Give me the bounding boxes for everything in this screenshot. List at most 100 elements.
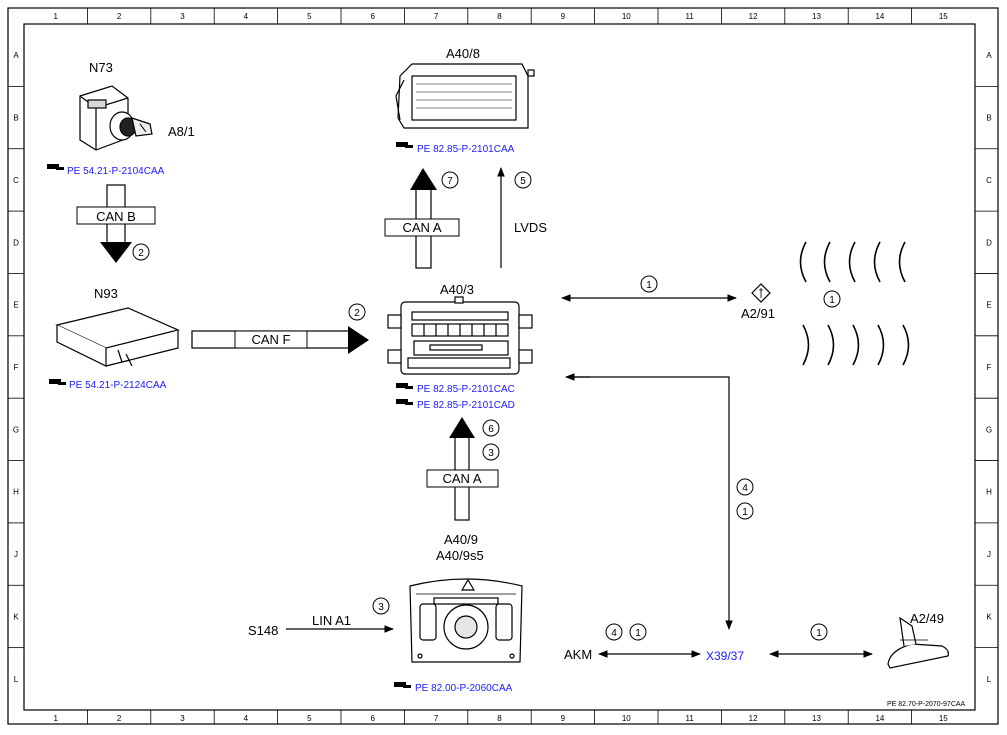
a40-9-reference[interactable]: PE 82.00-P-2060CAA (394, 682, 513, 694)
row-letter-left: J (14, 550, 18, 559)
column-number-bottom: 11 (686, 714, 695, 723)
a2-91-link-marker: 1 (646, 280, 652, 291)
can-a-bottom-connection: CAN A 6 3 (426, 417, 500, 521)
can-a-top-connection: CAN A 7 (384, 168, 460, 269)
can-a-bottom-marker-1: 6 (488, 424, 494, 435)
row-letter-right: D (986, 238, 992, 247)
column-number-top: 9 (561, 12, 566, 21)
column-number-bottom: 7 (434, 714, 439, 723)
can-b-label: CAN B (96, 209, 136, 224)
antenna-diamond-icon (751, 283, 771, 303)
radio-waves-icon (799, 241, 910, 366)
column-number-top: 10 (622, 12, 631, 21)
drawing-frame (7, 7, 999, 725)
row-letter-right: L (987, 675, 992, 684)
head-unit-icon (387, 296, 533, 375)
column-number-top: 3 (180, 12, 185, 21)
column-number-top: 7 (434, 12, 439, 21)
lin-marker: 3 (378, 602, 384, 613)
column-number-bottom: 9 (561, 714, 566, 723)
a40-3-label: A40/3 (440, 282, 474, 297)
x39-marker-1: 4 (742, 483, 748, 494)
column-number-bottom: 10 (622, 714, 631, 723)
lin-a1-connection: S148 LIN A1 3 (248, 597, 394, 638)
row-letter-right: K (986, 612, 992, 621)
n73-reference[interactable]: PE 54.21-P-2104CAA (47, 164, 165, 177)
a40-8-label: A40/8 (446, 46, 480, 61)
row-letter-left: G (13, 425, 19, 434)
lvds-marker: 5 (520, 176, 526, 187)
n93-label: N93 (94, 286, 118, 301)
s148-label: S148 (248, 623, 278, 638)
can-a-bottom-label: CAN A (442, 471, 481, 486)
a40-8-ref-text: PE 82.85-P-2101CAA (417, 144, 515, 155)
column-number-top: 4 (244, 12, 249, 21)
column-number-bottom: 3 (180, 714, 185, 723)
column-number-bottom: 4 (244, 714, 249, 723)
can-f-marker: 2 (354, 308, 360, 319)
akm-marker-2: 1 (635, 628, 641, 639)
column-number-bottom: 1 (53, 714, 58, 723)
control-module-icon (55, 307, 180, 367)
a40-8-reference[interactable]: PE 82.85-P-2101CAA (396, 142, 515, 155)
reference-hand-icon (396, 383, 413, 389)
row-letter-left: K (13, 612, 19, 621)
column-number-top: 12 (749, 12, 758, 21)
ignition-lock-icon (79, 85, 153, 151)
a2-49-antenna: A2/49 (887, 611, 949, 669)
row-letter-left: E (13, 301, 18, 310)
n93-ref-text: PE 54.21-P-2124CAA (69, 380, 167, 391)
n73-label: N73 (89, 60, 113, 75)
document-reference: PE 82.70-P-2070-97CAA (887, 701, 966, 708)
reference-hand-icon (396, 399, 413, 405)
can-b-marker: 2 (138, 248, 144, 259)
a40-3-reference-2[interactable]: PE 82.85-P-2101CAD (396, 399, 515, 411)
can-f-connection: CAN F 2 (191, 303, 369, 354)
can-b-connection: CAN B 2 (76, 184, 156, 263)
column-number-top: 2 (117, 12, 122, 21)
x39-37-connection: 4 1 (565, 373, 754, 630)
row-letter-right: H (986, 488, 992, 497)
a8-1-label: A8/1 (168, 124, 195, 139)
a40-3-ref2-text: PE 82.85-P-2101CAD (417, 400, 515, 411)
row-letter-right: B (986, 114, 991, 123)
reference-hand-icon (49, 379, 66, 385)
column-number-top: 5 (307, 12, 312, 21)
a2-91-connection: 1 (561, 275, 737, 302)
column-number-top: 11 (686, 12, 695, 21)
row-letter-left: C (13, 176, 19, 185)
row-letter-left: L (14, 675, 19, 684)
row-letter-right: A (986, 51, 992, 60)
a2-49-connection: 1 (769, 623, 873, 658)
a2-49-marker: 1 (816, 628, 822, 639)
column-number-top: 1 (53, 12, 58, 21)
a40-3-head-unit: A40/3 PE 82.85-P-2101CAC (387, 282, 533, 411)
n93-module: N93 PE 54.21-P-2124CAA (49, 286, 180, 391)
row-letter-right: E (986, 301, 991, 310)
n73-ignition-switch: N73 A8/1 PE 54.21-P-2104CAA (47, 60, 195, 177)
can-a-top-marker: 7 (447, 176, 453, 187)
akm-label: AKM (564, 647, 592, 662)
row-letter-right: C (986, 176, 992, 185)
can-a-top-label: CAN A (402, 220, 441, 235)
x39-37-label: X39/37 (706, 649, 744, 663)
a40-3-reference-1[interactable]: PE 82.85-P-2101CAC (396, 383, 515, 395)
column-number-top: 15 (939, 12, 948, 21)
display-unit-icon (395, 63, 535, 129)
can-f-label: CAN F (252, 332, 291, 347)
reference-hand-icon (394, 682, 411, 688)
row-letter-left: A (13, 51, 19, 60)
column-number-bottom: 8 (497, 714, 502, 723)
column-number-bottom: 13 (812, 714, 821, 723)
lvds-label: LVDS (514, 220, 547, 235)
n93-reference[interactable]: PE 54.21-P-2124CAA (49, 379, 167, 391)
a40-9s5-label: A40/9s5 (436, 548, 484, 563)
column-number-bottom: 15 (939, 714, 948, 723)
row-letter-right: G (986, 425, 992, 434)
n73-ref-text: PE 54.21-P-2104CAA (67, 166, 165, 177)
column-number-top: 14 (875, 12, 884, 21)
column-number-bottom: 5 (307, 714, 312, 723)
can-a-bottom-marker-2: 3 (488, 448, 494, 459)
